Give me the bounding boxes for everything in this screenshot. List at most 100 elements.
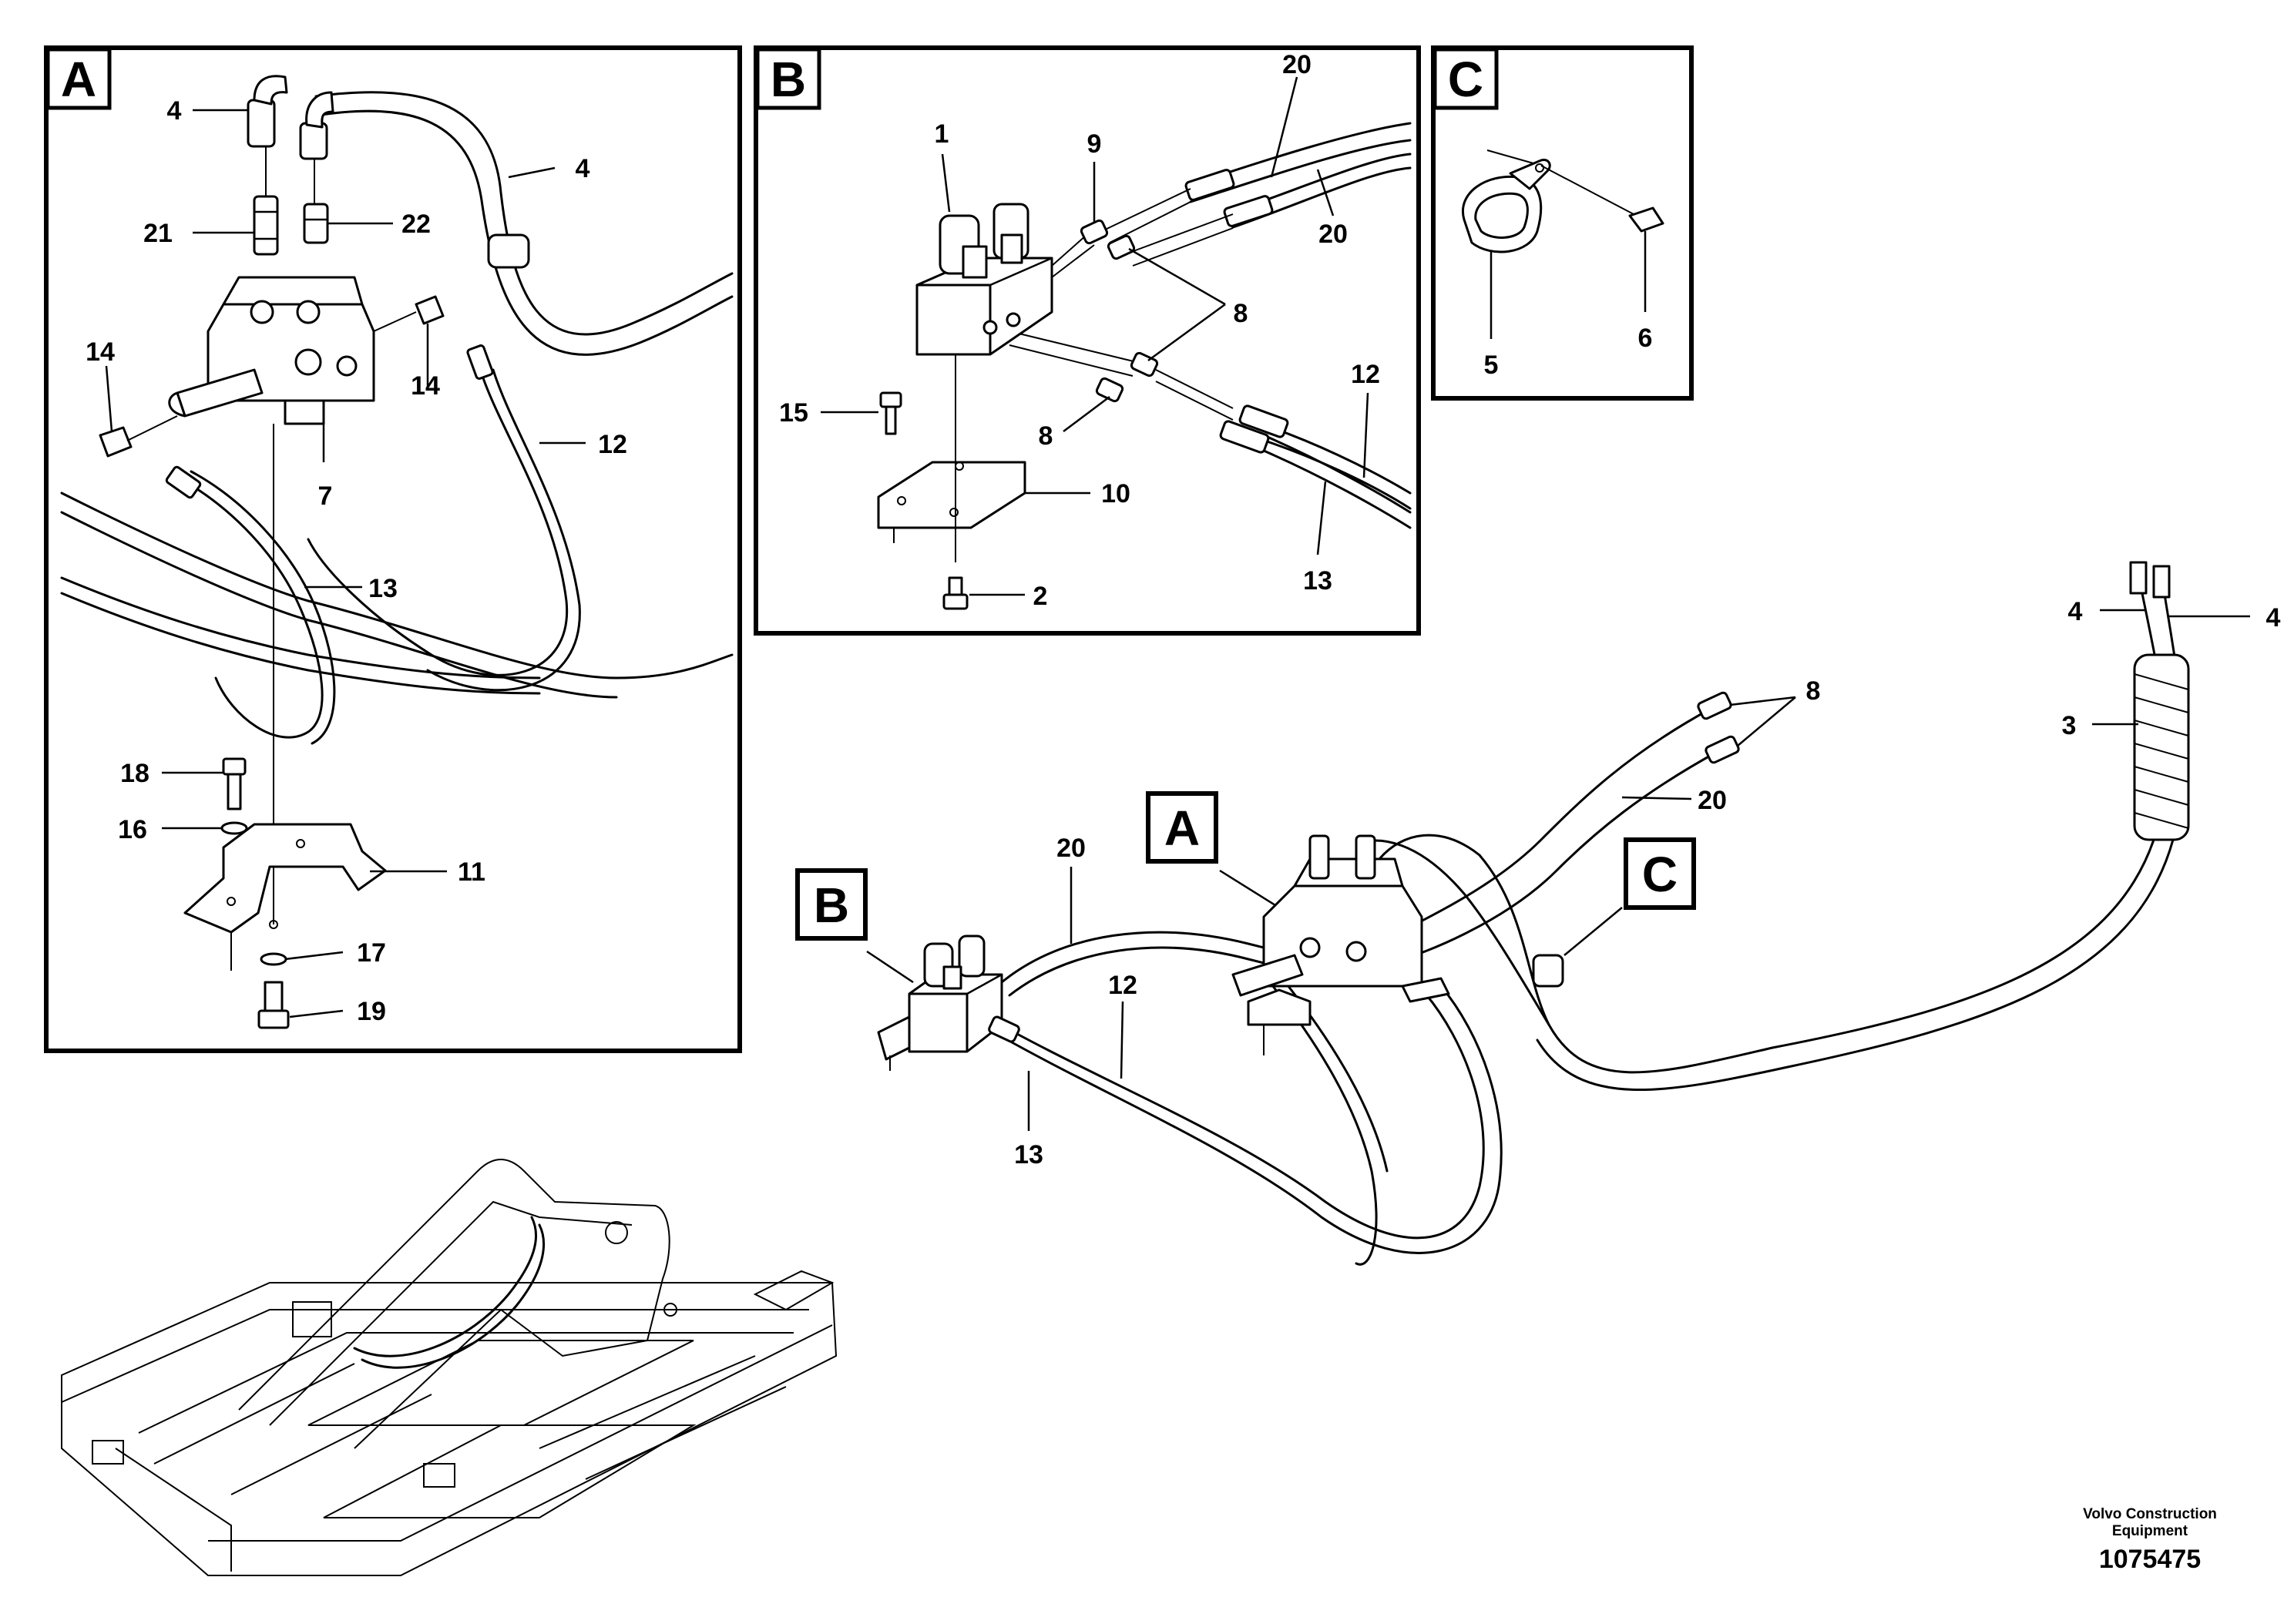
inset-a-tag: A [61, 52, 96, 107]
main-tag-b-box [795, 868, 868, 941]
bolt-2-head [942, 593, 969, 610]
label-a-9: 18 [120, 759, 149, 788]
boom-frame [238, 1159, 670, 1449]
label-b-3: 9 [1087, 129, 1102, 159]
hose-13-b-b [1262, 449, 1412, 529]
hose-4-upper [314, 91, 734, 336]
bolt-18-shank [227, 773, 242, 810]
main-label-5: 20 [1056, 834, 1086, 863]
label-b-9: 13 [1303, 566, 1332, 596]
main-assembly: B A C 4 4 3 8 20 20 12 13 [795, 561, 2281, 1266]
main-label-1: 4 [2266, 603, 2281, 632]
adapter-21 [253, 195, 279, 256]
label-a-0: 4 [167, 96, 182, 126]
overview-hoses [353, 1216, 537, 1357]
label-b-6: 12 [1351, 360, 1380, 389]
inset-a: A [44, 45, 742, 1053]
hose-13-b-fitting [1219, 420, 1270, 454]
hose-20-fitting-b [1223, 195, 1274, 227]
bolt-15-head [879, 391, 902, 408]
publisher-line-1: Volvo Construction [2083, 1506, 2217, 1522]
mounting-plate-10 [877, 461, 1026, 529]
main-tag-c: C [1642, 847, 1678, 902]
valve-block-foot [284, 399, 325, 425]
main-hose-20b [1401, 750, 1720, 961]
publisher-line-2: Equipment [2111, 1523, 2188, 1539]
label-c-0: 5 [1484, 351, 1499, 380]
undercarriage-outline [61, 1282, 838, 1576]
bolt-6-head [1628, 206, 1664, 233]
label-b-0: 20 [1282, 50, 1312, 79]
main-tag-c-box [1624, 837, 1696, 910]
fitting-8-lower-b [1095, 377, 1124, 403]
inset-c-frame [1431, 45, 1694, 401]
label-a-1: 4 [576, 154, 590, 183]
main-hose-4b [1536, 838, 2175, 1091]
hose-13-b-a [1262, 434, 1412, 514]
main-label-0: 4 [2068, 597, 2083, 626]
label-b-4: 8 [1234, 299, 1248, 328]
main-valve-b-plate [877, 1015, 911, 1061]
main-hose-20a [1385, 707, 1712, 941]
hose-13-a [183, 480, 324, 739]
hose-12-b [426, 368, 581, 692]
hose-13-fitting [165, 465, 202, 499]
hose-13-b [190, 470, 336, 745]
adapter-22 [303, 203, 329, 244]
label-b-7: 15 [779, 398, 808, 428]
label-b-2: 1 [935, 119, 949, 149]
main-valve-a-solenoid [1231, 954, 1304, 997]
main-hose-12b [992, 985, 1503, 1254]
main-label-2: 3 [2062, 711, 2077, 740]
label-a-3: 22 [401, 210, 431, 239]
hose-clamp [487, 233, 530, 269]
valve-1-connector-b [1000, 233, 1023, 264]
clamp-5-tab [1509, 158, 1551, 190]
inset-c: C 5 6 [1431, 45, 1694, 401]
label-a-6: 12 [598, 430, 627, 459]
hose-12-b-fitting [1238, 404, 1289, 438]
label-b-1: 20 [1318, 220, 1348, 249]
machine-frame-overview [61, 1159, 838, 1576]
hose-background-3 [60, 576, 541, 679]
main-tag-b: B [814, 877, 849, 933]
label-a-4: 14 [86, 337, 115, 367]
hose-12-a [307, 372, 569, 676]
main-clamp [1532, 954, 1564, 988]
hose-4-lower [314, 109, 734, 356]
main-hose-4a [1478, 838, 2155, 1074]
elbow-fitting-4a [247, 99, 276, 148]
label-a-5: 14 [411, 371, 440, 401]
label-b-8: 10 [1101, 479, 1130, 508]
hose-background-2 [60, 511, 618, 699]
fitting-9 [1080, 219, 1109, 245]
main-valve-a-bracket [1247, 988, 1312, 1026]
label-a-13: 19 [357, 997, 386, 1026]
valve-1-connector-a [962, 245, 988, 279]
publisher-credit: Volvo Construction Equipment [2034, 1506, 2265, 1540]
main-hose-12a [985, 992, 1485, 1240]
label-a-2: 21 [143, 219, 173, 248]
hose-20-fitting-a [1184, 169, 1235, 201]
label-a-11: 11 [458, 857, 485, 887]
inset-b: B [754, 45, 1421, 636]
main-label-3: 8 [1806, 676, 1821, 706]
bolt-15-shank [885, 405, 897, 435]
elbow-fitting-4b [299, 122, 328, 160]
main-label-4: 20 [1698, 786, 1727, 815]
main-tag-a: A [1164, 800, 1200, 856]
inset-b-frame [754, 45, 1421, 636]
main-label-7: 13 [1014, 1140, 1043, 1169]
inset-c-tag-box [1432, 47, 1499, 110]
hose-background-1 [60, 492, 734, 679]
label-b-10: 2 [1033, 582, 1048, 611]
main-valve-b-fitting [988, 1015, 1020, 1043]
label-a-7: 7 [318, 481, 333, 511]
label-a-8: 13 [368, 574, 398, 603]
main-fitting-8a [1697, 691, 1732, 720]
main-fitting-8b [1705, 735, 1740, 764]
label-a-12: 17 [357, 938, 386, 968]
hose-4-end-right [2152, 565, 2171, 599]
label-c-1: 6 [1638, 324, 1653, 353]
